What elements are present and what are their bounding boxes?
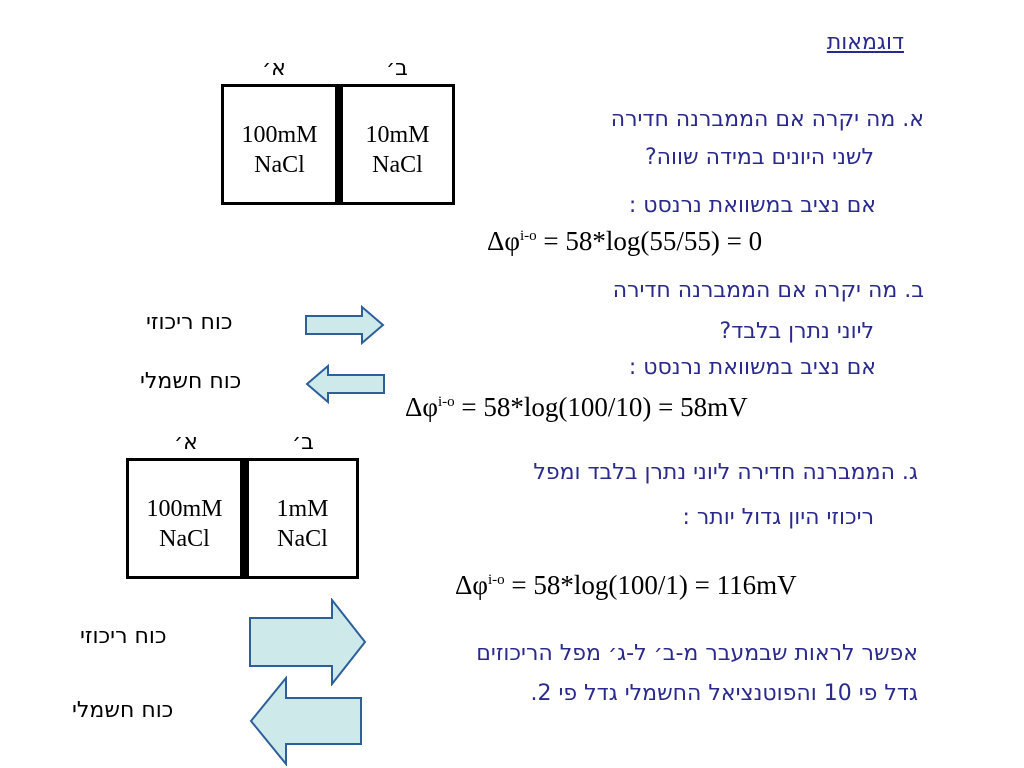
compartment-b-concentration: 10mM xyxy=(365,122,430,148)
membrane-divider-2 xyxy=(240,461,249,576)
compartment-b-2-salt: NaCl xyxy=(277,526,328,552)
electric-arrow-left-small xyxy=(305,364,385,404)
force-concentration-label-1: כוח ריכוזי xyxy=(146,310,233,335)
equation-a-sup: i-o xyxy=(519,228,537,244)
question-c-line1: ג. הממברנה חדירה ליוני נתרן בלבד ומפל xyxy=(533,460,918,485)
compartment-a-concentration: 100mM xyxy=(241,122,318,148)
force-electric-label-1: כוח חשמלי xyxy=(140,369,242,394)
compartment-a-2-concentration: 100mM xyxy=(146,496,223,522)
compartment-b-salt: NaCl xyxy=(372,152,423,178)
question-a-line2: לשני היונים במידה שווה? xyxy=(644,145,874,170)
equation-c-lhs: Δφ xyxy=(455,570,488,600)
electric-arrow-left-large xyxy=(249,676,362,766)
equation-c: Δφi-o = 58*log(100/1) = 116mV xyxy=(455,570,797,601)
question-b-nernst: אם נציב במשוואת נרנסט : xyxy=(628,355,876,380)
membrane-box-2: 100mM NaCl 1mM NaCl xyxy=(126,458,359,579)
question-a-line1: א. מה יקרה אם הממברנה חדירה xyxy=(610,107,924,132)
force-electric-label-2: כוח חשמלי xyxy=(72,698,174,723)
membrane-divider xyxy=(335,87,343,202)
equation-a-lhs: Δφ xyxy=(487,226,520,256)
conclusion-line2: גדל פי 10 והפוטנציאל החשמלי גדל פי 2. xyxy=(530,681,919,706)
force-concentration-label-2: כוח ריכוזי xyxy=(80,624,167,649)
compartment-a: 100mM NaCl xyxy=(224,120,335,180)
question-b-line1: ב. מה יקרה אם הממברנה חדירה xyxy=(612,278,924,303)
compartment-a-label: א׳ xyxy=(262,56,286,81)
concentration-arrow-right-large xyxy=(249,598,367,686)
compartment-a-2-salt: NaCl xyxy=(159,526,210,552)
equation-b: Δφi-o = 58*log(100/10) = 58mV xyxy=(405,392,748,423)
question-c-line2: ריכוזי היון גדול יותר : xyxy=(682,505,874,530)
compartment-a-label-2: א׳ xyxy=(174,430,198,455)
compartment-a-2: 100mM NaCl xyxy=(129,494,240,554)
page-title: דוגמאות xyxy=(826,30,904,55)
compartment-b: 10mM NaCl xyxy=(343,120,452,180)
compartment-b-label: ב׳ xyxy=(386,56,408,81)
compartment-b-2-concentration: 1mM xyxy=(276,496,329,522)
compartment-b-label-2: ב׳ xyxy=(292,430,314,455)
membrane-box: 100mM NaCl 10mM NaCl xyxy=(221,84,455,205)
question-a-nernst: אם נציב במשוואת נרנסט : xyxy=(628,193,876,218)
equation-a: Δφi-o = 58*log(55/55) = 0 xyxy=(487,226,762,257)
equation-b-rhs: = 58*log(100/10) = 58mV xyxy=(454,392,748,422)
compartment-b-2: 1mM NaCl xyxy=(249,494,356,554)
conclusion-line1: אפשר לראות שבמעבר מ-ב׳ ל-ג׳ מפל הריכוזים xyxy=(476,641,918,666)
concentration-arrow-right-small xyxy=(305,305,385,345)
equation-c-sup: i-o xyxy=(487,572,505,588)
compartment-a-salt: NaCl xyxy=(254,152,305,178)
equation-a-rhs: = 58*log(55/55) = 0 xyxy=(536,226,763,256)
equation-c-rhs: = 58*log(100/1) = 116mV xyxy=(504,570,797,600)
question-b-line2: ליוני נתרן בלבד? xyxy=(719,319,874,344)
equation-b-lhs: Δφ xyxy=(405,392,438,422)
equation-b-sup: i-o xyxy=(437,394,455,410)
